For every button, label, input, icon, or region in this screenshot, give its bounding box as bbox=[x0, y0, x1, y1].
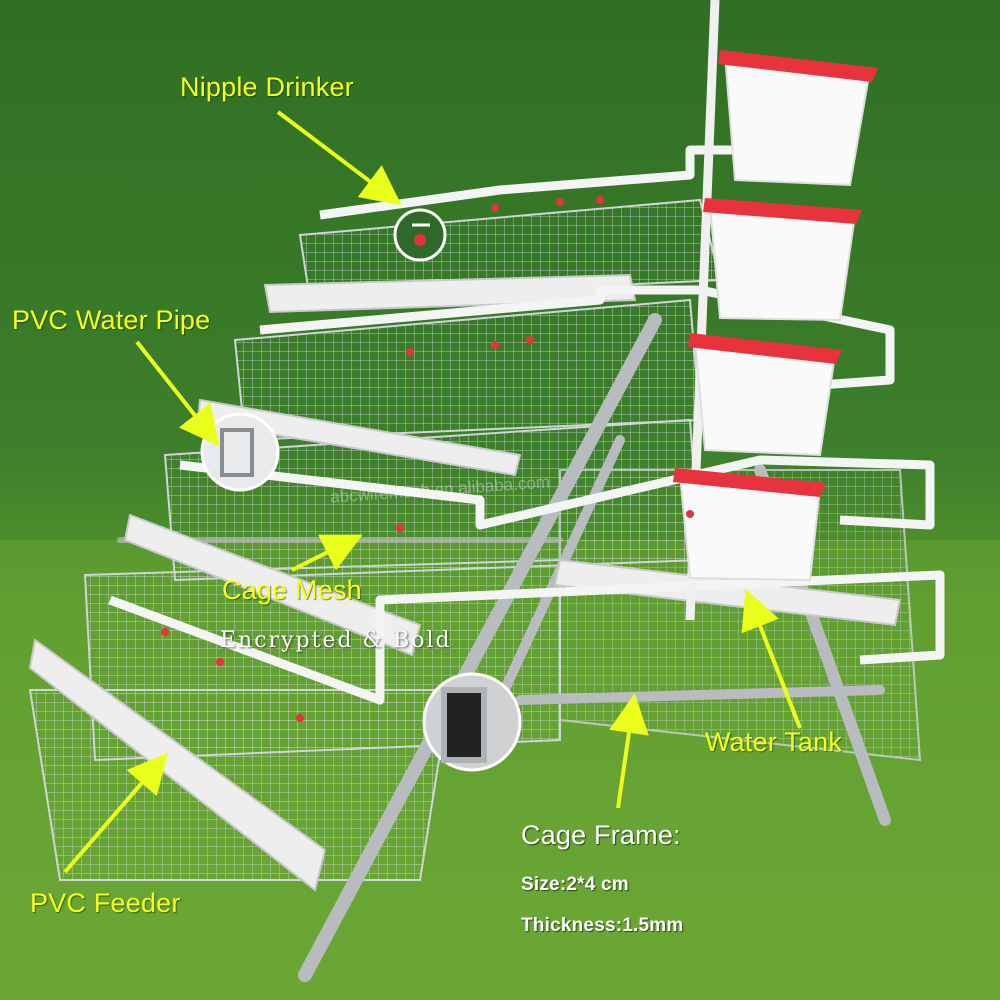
label-encrypted-bold: Encrypted & Bold bbox=[220, 628, 452, 653]
label-cage-frame: Cage Frame: bbox=[521, 820, 681, 850]
arrow-cage-mesh bbox=[291, 534, 363, 572]
frame-detail-circle bbox=[422, 672, 522, 772]
callout-arrows bbox=[63, 110, 802, 874]
label-pvc-water-pipe: PVC Water Pipe bbox=[12, 305, 211, 335]
arrow-pvc-water-pipe bbox=[135, 340, 220, 447]
arrow-pvc-feeder bbox=[63, 752, 168, 874]
pvc-feeders bbox=[28, 273, 902, 892]
water-tanks bbox=[673, 50, 878, 582]
nipple-drinker-dots bbox=[161, 196, 694, 722]
pipe-detail-circle bbox=[200, 412, 280, 492]
label-frame-thickness: Thickness:1.5mm bbox=[521, 915, 684, 936]
label-water-tank: Water Tank bbox=[705, 727, 843, 757]
label-pvc-feeder: PVC Feeder bbox=[30, 888, 181, 918]
nipple-detail-circle bbox=[393, 208, 447, 262]
arrow-cage-frame bbox=[609, 693, 649, 809]
label-cage-mesh: Cage Mesh bbox=[222, 575, 362, 605]
arrow-nipple-drinker bbox=[276, 110, 402, 206]
cage-mesh-tiers bbox=[28, 198, 922, 881]
arrow-water-tank bbox=[741, 588, 802, 729]
label-nipple-drinker: Nipple Drinker bbox=[180, 72, 354, 102]
label-frame-size: Size:2*4 cm bbox=[521, 874, 629, 895]
